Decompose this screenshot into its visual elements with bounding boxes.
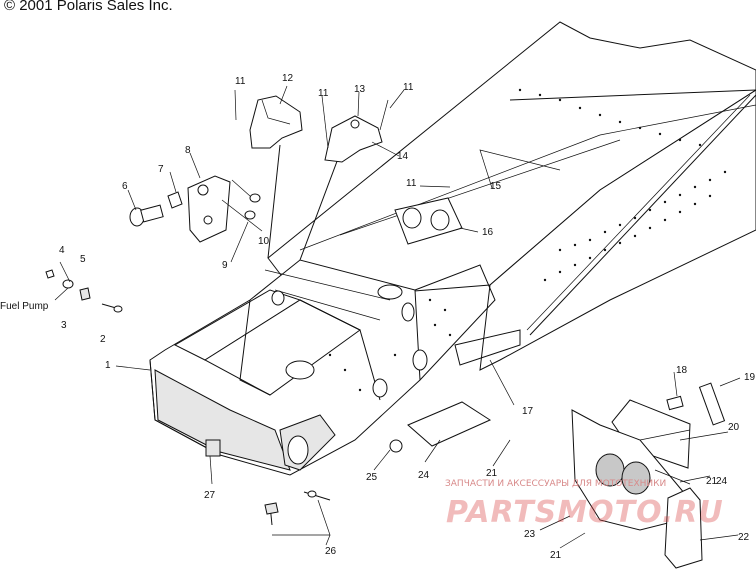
callout-20: 20 xyxy=(728,422,740,433)
callout-12: 12 xyxy=(282,73,294,84)
steering-bracket-13 xyxy=(324,99,389,163)
callout-24a: 24 xyxy=(418,470,430,481)
callout-11c: 11 xyxy=(403,82,414,93)
callout-23: 23 xyxy=(524,529,536,540)
callout-4: 4 xyxy=(59,245,65,256)
callout-11b: 11 xyxy=(318,88,329,99)
callout-13: 13 xyxy=(354,84,366,95)
copyright-text: © 2001 Polaris Sales Inc. xyxy=(4,0,173,14)
callout-3: 3 xyxy=(61,320,67,331)
mount-bracket-group xyxy=(129,175,261,243)
gusset-plate-16 xyxy=(394,197,463,245)
callout-6: 6 xyxy=(122,181,128,192)
chassis-frame xyxy=(149,21,756,476)
callout-9: 9 xyxy=(222,260,228,271)
steering-bracket-12 xyxy=(249,95,303,149)
callout-7: 7 xyxy=(158,164,164,175)
callout-21a: 21 xyxy=(486,468,498,479)
callout-16: 16 xyxy=(482,227,494,238)
callout-8: 8 xyxy=(185,145,191,156)
plate-24 xyxy=(407,401,492,447)
callout-27: 27 xyxy=(204,490,216,501)
watermark: ЗАПЧАСТИ И АКСЕССУАРЫ ДЛЯ МОТОТЕХНИКИ PA… xyxy=(445,479,724,530)
callout-24b: 24 xyxy=(716,476,728,487)
callout-18: 18 xyxy=(676,365,688,376)
callout-21c: 21 xyxy=(706,476,718,487)
callout-5: 5 xyxy=(80,254,86,265)
callout-22: 22 xyxy=(738,532,750,543)
lower-hardware xyxy=(205,439,403,526)
callout-26: 26 xyxy=(325,546,337,557)
callout-14: 14 xyxy=(397,151,409,162)
callout-21b: 21 xyxy=(550,550,562,561)
callout-17: 17 xyxy=(522,406,534,417)
callout-10: 10 xyxy=(258,236,270,247)
callout-25: 25 xyxy=(366,472,378,483)
rivet-dots xyxy=(328,88,727,392)
fuel-pump-hardware xyxy=(45,261,123,313)
callout-15: 15 xyxy=(490,181,502,192)
fuel-pump-label: Fuel Pump xyxy=(0,301,49,312)
callout-11a: 11 xyxy=(235,76,246,87)
callout-2: 2 xyxy=(100,334,106,345)
callout-1: 1 xyxy=(105,360,111,371)
watermark-logo: PARTSMOTO.RU xyxy=(446,495,724,530)
leader-lines xyxy=(115,85,741,549)
callout-numbers: 1 2 3 4 5 6 7 8 9 10 11 11 11 11 12 13 1… xyxy=(0,73,756,561)
watermark-text: ЗАПЧАСТИ И АКСЕССУАРЫ ДЛЯ МОТОТЕХНИКИ xyxy=(445,479,666,489)
callout-19: 19 xyxy=(744,372,756,383)
right-side-parts xyxy=(571,382,726,569)
callout-11d: 11 xyxy=(406,178,417,189)
